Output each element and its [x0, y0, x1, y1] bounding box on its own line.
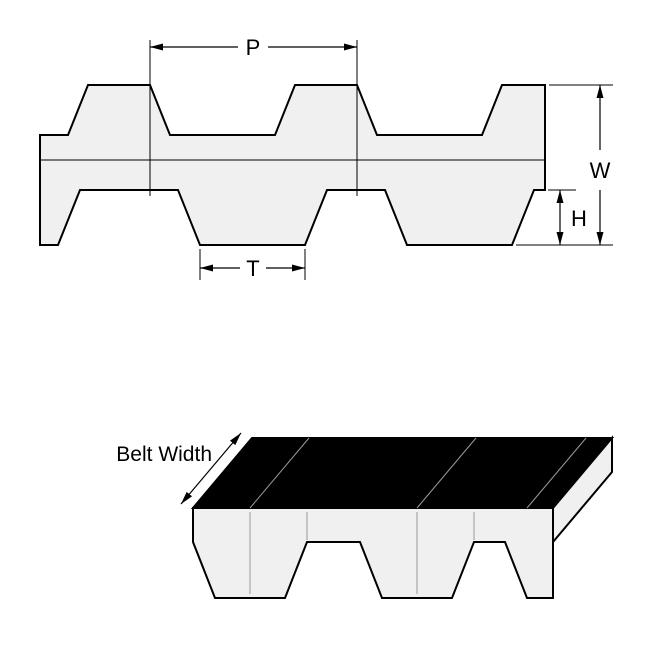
belt-width-label: Belt Width — [116, 443, 212, 466]
tooth-height-label: H — [571, 206, 587, 231]
belt-front-face — [192, 507, 554, 599]
dimension-overall-width: W — [516, 84, 613, 246]
dimension-tooth-height: H — [548, 189, 587, 245]
belt-cross-section — [39, 40, 546, 246]
overall-width-label: W — [590, 158, 611, 183]
top-seam-line — [526, 437, 587, 509]
tooth-width-label: T — [246, 256, 259, 281]
belt-end-face — [552, 435, 613, 545]
pitch-label: P — [246, 35, 261, 60]
top-seam-line — [249, 437, 310, 509]
belt-width-arrow — [180, 432, 242, 505]
top-seam-line — [416, 437, 477, 509]
dimension-pitch: P — [150, 35, 357, 60]
belt-top-surface — [190, 437, 615, 509]
dimension-tooth-width: T — [199, 249, 306, 281]
annotation-belt-width: Belt Width — [116, 432, 242, 505]
belt-isometric-view — [190, 435, 615, 599]
belt-profile-outline — [39, 84, 546, 246]
